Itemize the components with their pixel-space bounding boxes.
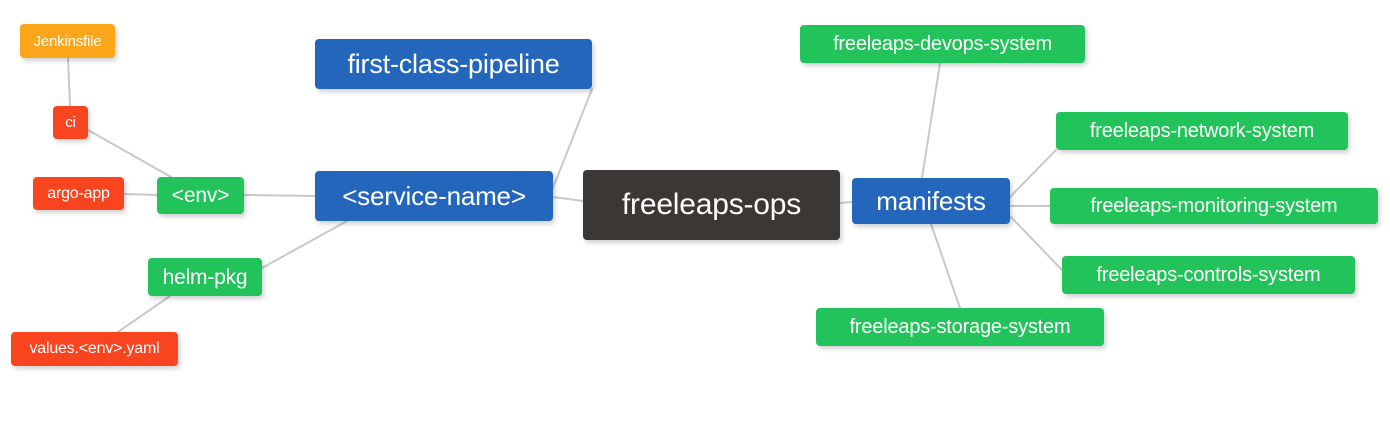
mindmap-node-argo-app[interactable]: argo-app xyxy=(33,177,124,210)
edge-manifests-to-freeleaps-controls-system xyxy=(1009,215,1063,271)
edge-ci-to-jenkinsfile xyxy=(67,57,71,107)
mindmap-node-env[interactable]: <env> xyxy=(157,177,244,214)
edge-env-to-argo-app xyxy=(123,193,158,196)
mindmap-node-service-name[interactable]: <service-name> xyxy=(315,171,553,221)
mindmap-node-freeleaps-controls-system[interactable]: freeleaps-controls-system xyxy=(1062,256,1355,294)
edge-service-name-to-env xyxy=(243,194,316,197)
node-label-values-env-yaml: values.<env>.yaml xyxy=(29,340,160,357)
node-label-manifests: manifests xyxy=(876,186,986,216)
edge-service-name-to-helm-pkg xyxy=(261,220,348,269)
mindmap-node-ci[interactable]: ci xyxy=(53,106,88,139)
edge-manifests-to-freeleaps-network-system xyxy=(1009,149,1057,198)
mindmap-node-freeleaps-network-system[interactable]: freeleaps-network-system xyxy=(1056,112,1348,150)
node-label-freeleaps-storage-system: freeleaps-storage-system xyxy=(849,316,1071,338)
node-label-freeleaps-network-system: freeleaps-network-system xyxy=(1089,120,1315,142)
mindmap-node-freeleaps-storage-system[interactable]: freeleaps-storage-system xyxy=(816,308,1104,346)
node-label-freeleaps-ops: freeleaps-ops xyxy=(621,188,802,221)
edge-freeleaps-ops-to-manifests xyxy=(839,201,853,204)
edge-manifests-to-freeleaps-storage-system xyxy=(930,223,961,309)
mindmap-node-freeleaps-monitoring-system[interactable]: freeleaps-monitoring-system xyxy=(1050,188,1378,224)
mindmap-node-manifests[interactable]: manifests xyxy=(852,178,1010,224)
mindmap-node-helm-pkg[interactable]: helm-pkg xyxy=(148,258,262,296)
node-label-service-name: <service-name> xyxy=(342,181,526,211)
node-label-argo-app: argo-app xyxy=(47,184,110,202)
edge-helm-pkg-to-values-env-yaml xyxy=(117,295,171,333)
node-label-first-class-pipeline: first-class-pipeline xyxy=(347,48,560,79)
node-label-jenkinsfile: Jenkinsfile xyxy=(33,32,102,50)
node-label-ci: ci xyxy=(65,114,76,131)
mindmap-node-values-env-yaml[interactable]: values.<env>.yaml xyxy=(11,332,178,366)
edge-env-to-ci xyxy=(87,129,172,178)
edge-manifests-to-freeleaps-devops-system xyxy=(921,62,941,179)
mindmap-node-jenkinsfile[interactable]: Jenkinsfile xyxy=(20,24,115,58)
edge-freeleaps-ops-to-service-name xyxy=(552,196,584,202)
node-label-helm-pkg: helm-pkg xyxy=(162,265,248,289)
mindmap-node-freeleaps-ops[interactable]: freeleaps-ops xyxy=(583,170,840,240)
node-label-env: <env> xyxy=(171,184,230,207)
mindmap-node-freeleaps-devops-system[interactable]: freeleaps-devops-system xyxy=(800,25,1085,63)
mindmap-node-first-class-pipeline[interactable]: first-class-pipeline xyxy=(315,39,592,89)
node-label-freeleaps-monitoring-system: freeleaps-monitoring-system xyxy=(1090,195,1338,217)
node-label-freeleaps-devops-system: freeleaps-devops-system xyxy=(833,33,1052,55)
node-label-freeleaps-controls-system: freeleaps-controls-system xyxy=(1096,264,1321,286)
